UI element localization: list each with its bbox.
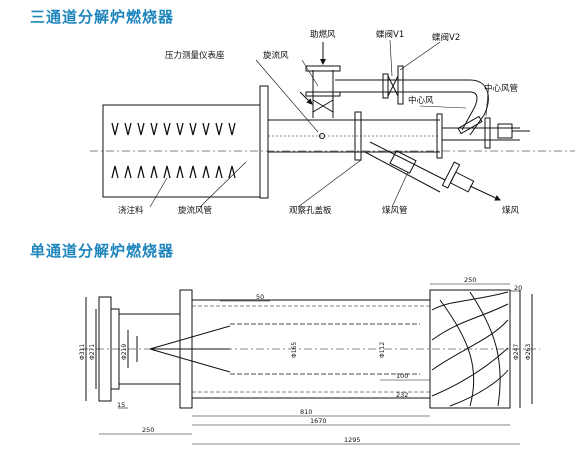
dim-1295: 1295 <box>344 436 361 444</box>
dim-250-bottom: 250 <box>142 426 154 434</box>
label-coal-air: 煤风 <box>502 205 520 216</box>
dim-phi-247: Φ247 <box>513 344 520 360</box>
dim-50: 50 <box>256 293 264 301</box>
label-observation-cover: 观察孔盖板 <box>289 205 332 216</box>
label-pressure-seat: 压力测量仪表座 <box>165 50 225 61</box>
label-swirl-air: 旋流风 <box>263 50 289 61</box>
dim-810: 810 <box>300 408 312 416</box>
dim-phi-271: Φ271 <box>89 344 96 360</box>
label-coal-air-pipe: 煤风管 <box>382 205 408 216</box>
dim-phi-219: Φ219 <box>121 344 128 360</box>
bottom-dimension-lines <box>99 283 520 445</box>
dim-phi-263: Φ263 <box>525 344 532 360</box>
mount-flange <box>259 85 269 199</box>
label-center-air: 中心风 <box>408 95 434 106</box>
title-single-channel: 单通道分解炉燃烧器 <box>30 242 175 260</box>
castable-teeth-top <box>111 122 236 136</box>
title-three-channel: 三通道分解炉燃烧器 <box>30 8 175 26</box>
castable-teeth-bottom <box>111 165 236 179</box>
dim-20: 20 <box>514 284 522 292</box>
dim-1670: 1670 <box>310 417 327 425</box>
label-castable: 浇注料 <box>118 205 144 216</box>
label-butterfly-v2: 蝶阀V2 <box>432 32 460 43</box>
pipe-flange-2 <box>436 113 443 159</box>
pipe-flange-1 <box>354 111 362 161</box>
dim-phi-165: Φ165 <box>291 342 298 358</box>
dim-100: 100 <box>396 372 408 380</box>
label-swirl-air-pipe: 旋流风管 <box>178 205 212 216</box>
dim-15: 15 <box>117 401 125 409</box>
label-booster-air: 助燃风 <box>310 29 336 40</box>
single-channel-diagram <box>80 289 540 409</box>
dim-phi-112: Φ112 <box>379 342 386 358</box>
three-channel-diagram <box>90 42 575 201</box>
top-leaders <box>149 39 489 208</box>
label-center-air-pipe: 中心风管 <box>484 83 518 94</box>
dim-232: 232 <box>396 391 408 399</box>
dim-250-top: 250 <box>464 276 476 284</box>
label-butterfly-v1: 蝶阀V1 <box>376 29 404 40</box>
dim-phi-311: Φ311 <box>79 344 86 360</box>
